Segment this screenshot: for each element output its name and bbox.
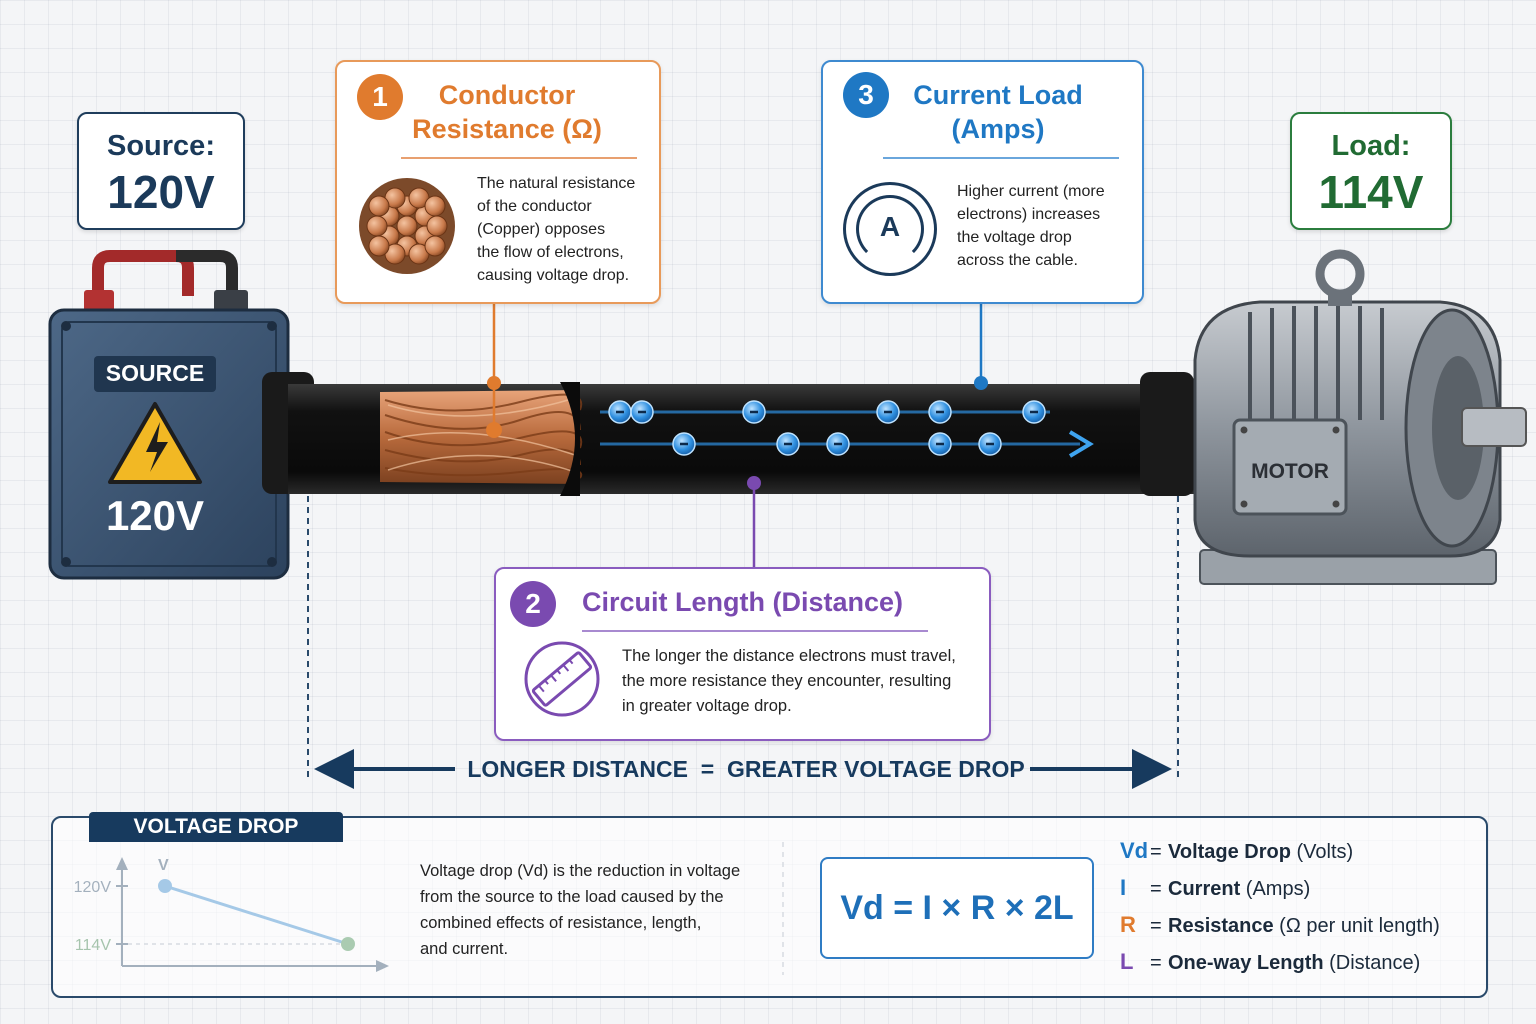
distance-banner: LONGER DISTANCE = GREATER VOLTAGE DROP: [467, 756, 1025, 782]
electron: [876, 400, 900, 424]
ruler-icon: [524, 641, 600, 717]
electron: [978, 432, 1002, 456]
callout-circuit-length: 2 Circuit Length (Distance) The longer t…: [494, 567, 991, 741]
legend-symbol: R: [1120, 912, 1136, 937]
source-voltage-box: Source: 120V: [77, 112, 245, 230]
distance-indicator: [307, 496, 1179, 789]
motor: [1193, 249, 1527, 585]
electron: [742, 400, 766, 424]
electron: [776, 432, 800, 456]
voltage-drop-tab: VOLTAGE DROP: [89, 812, 343, 842]
source-device-label: SOURCE: [105, 360, 205, 386]
source-value: 120V: [107, 166, 215, 218]
callout-number: 3: [843, 72, 889, 118]
legend-equals: =: [1150, 952, 1162, 974]
copper-strand: [366, 215, 388, 237]
electron: [826, 432, 850, 456]
electron-group: [608, 400, 1046, 456]
legend-row: I = Current (Amps): [1120, 875, 1310, 901]
motor-label: MOTOR: [1251, 460, 1329, 483]
copper-strand: [368, 235, 390, 257]
electron: [672, 432, 696, 456]
voltage-drop-description: Voltage drop (Vd) is the reduction in vo…: [420, 862, 741, 958]
legend-term: One-way Length: [1168, 952, 1324, 974]
legend-unit: (Amps): [1240, 878, 1311, 900]
callout-number: 2: [510, 581, 556, 627]
copper-strand: [424, 195, 446, 217]
legend-equals: =: [1150, 841, 1162, 863]
legend-unit: (Distance): [1323, 952, 1421, 974]
electron: [608, 400, 632, 424]
source-device-value: 120V: [105, 492, 205, 539]
legend-symbol: Vd: [1120, 838, 1149, 863]
load-value: 114V: [1318, 166, 1424, 218]
voltage-drop-formula: Vd = I × R × 2L: [840, 889, 1074, 927]
load-voltage-box: Load: 114V: [1290, 112, 1452, 230]
callout-number: 1: [357, 74, 403, 120]
legend-symbol: I: [1120, 875, 1127, 900]
legend-equals: =: [1150, 878, 1162, 900]
legend-unit: (Ω per unit length): [1273, 915, 1440, 937]
callout-description: The longer the distance electrons must t…: [622, 647, 956, 715]
electron: [630, 400, 654, 424]
callout-connectors: [486, 300, 988, 567]
legend-unit: (Volts): [1290, 841, 1354, 863]
copper-strand: [426, 215, 448, 237]
formula-box: Vd = I × R × 2L: [820, 857, 1094, 959]
copper-strand: [424, 235, 446, 257]
electron: [928, 400, 952, 424]
electron: [1022, 400, 1046, 424]
copper-strands-icon: [359, 178, 455, 274]
hazard-triangle-icon: [108, 402, 202, 484]
legend-equals: =: [1150, 915, 1162, 937]
callout-title: Current Load(Amps): [913, 80, 1083, 144]
legend-term: Voltage Drop: [1168, 841, 1291, 863]
copper-strand: [368, 195, 390, 217]
callout-current-load: 3 Current Load(Amps) A Higher current (m…: [821, 60, 1144, 304]
voltage-drop-panel: [51, 816, 1488, 998]
source-device: [48, 250, 290, 580]
legend-row: Vd= Voltage Drop (Volts): [1120, 838, 1353, 864]
electron: [928, 432, 952, 456]
legend-term: Resistance: [1168, 915, 1274, 937]
load-label: Load:: [1331, 130, 1411, 162]
copper-strand: [396, 215, 418, 237]
legend-row: L = One-way Length (Distance): [1120, 949, 1420, 975]
source-label: Source:: [107, 130, 215, 162]
ammeter-icon: A: [843, 182, 937, 276]
callout-title: Circuit Length (Distance): [582, 587, 904, 617]
legend-symbol: L: [1120, 949, 1134, 974]
legend-row: R = Resistance (Ω per unit length): [1120, 912, 1440, 938]
legend-term: Current: [1168, 878, 1241, 900]
